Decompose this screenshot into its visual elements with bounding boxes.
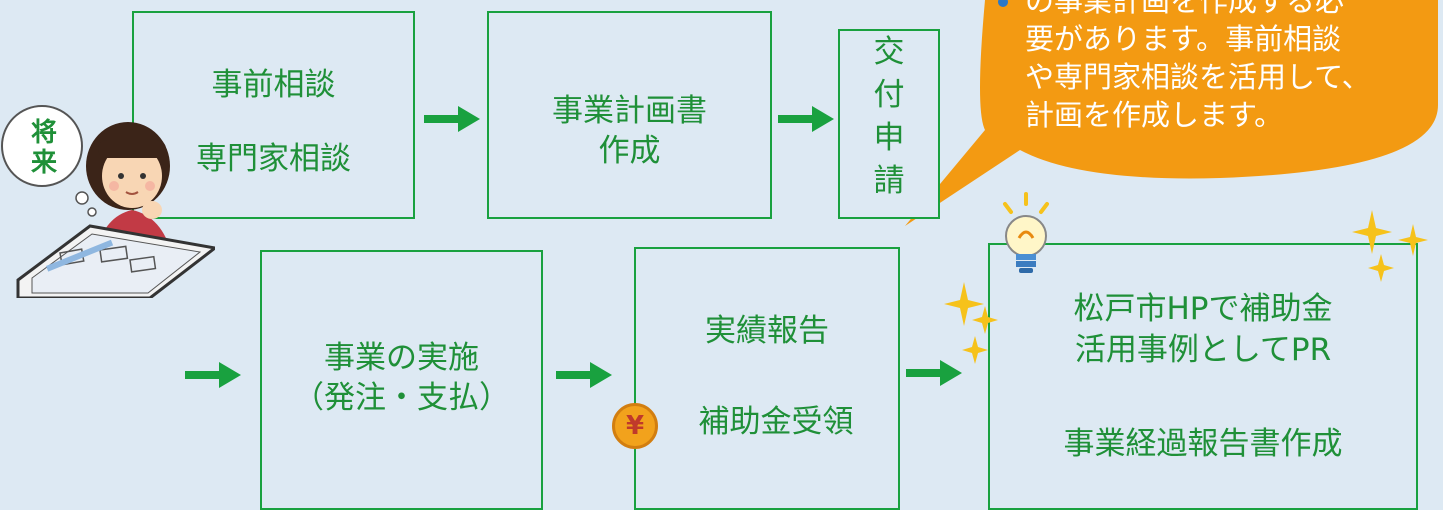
sparkle-icon	[972, 306, 998, 334]
bubble-line-2: 要があります。事前相談	[1025, 22, 1342, 56]
arrow-right-icon	[556, 362, 612, 388]
step-report-box: 実績報告 補助金受領	[634, 247, 900, 510]
yen-coin-icon: ¥	[612, 403, 658, 449]
thought-sign: 将 来	[24, 118, 64, 178]
thought-sign-char-1: 将	[30, 118, 57, 148]
step-implement-box: 事業の実施 （発注・支払）	[260, 250, 543, 510]
step-apply-char-3: 申	[873, 120, 905, 156]
step-report-line-2: 補助金受領	[698, 404, 854, 440]
step-pr-line-3: 事業経過報告書作成	[1063, 426, 1343, 462]
step-consult-line-2: 専門家相談	[196, 141, 351, 177]
sparkle-icon	[1398, 224, 1428, 256]
arrow-right-icon	[185, 362, 241, 388]
step-implement-line-2: （発注・支払）	[293, 380, 510, 416]
step-implement-line-1: 事業の実施	[324, 340, 479, 376]
step-pr-line-1: 松戸市HPで補助金	[1073, 291, 1333, 327]
sparkle-icon	[962, 336, 988, 364]
step-apply-char-2: 付	[873, 77, 905, 113]
step-apply-char-4: 請	[873, 163, 905, 199]
sparkle-icon	[1368, 254, 1394, 282]
step-pr-box: 松戸市HPで補助金 活用事例としてPR 事業経過報告書作成	[988, 243, 1418, 510]
step-plan-box: 事業計画書 作成	[487, 11, 772, 219]
step-consult-box: 事前相談 専門家相談	[132, 11, 415, 219]
step-pr-line-2: 活用事例としてPR	[1074, 332, 1332, 368]
sparkle-icon	[944, 282, 984, 326]
bubble-line-4: 計画を作成します。	[1025, 98, 1284, 132]
arrow-right-icon	[906, 360, 962, 386]
thought-sign-char-2: 来	[30, 148, 57, 178]
step-consult-line-1: 事前相談	[211, 67, 336, 103]
bubble-line-1: の事業計画を作成する必	[1025, 0, 1345, 18]
lightbulb-icon	[1003, 192, 1049, 273]
bubble-line-3: や専門家相談を活用して、	[1025, 60, 1371, 94]
step-report-line-1: 実績報告	[705, 313, 829, 349]
step-apply-char-1: 交	[873, 34, 905, 70]
step-apply-box: 交 付 申 請	[838, 29, 940, 219]
arrow-right-icon	[778, 106, 834, 132]
arrow-right-icon	[424, 106, 480, 132]
bubble-text: の事業計画を作成する必 要があります。事前相談 や専門家相談を活用して、 計画を…	[1025, 0, 1415, 134]
person-planning-illustration	[1, 105, 215, 298]
step-apply-text: 交 付 申 請	[840, 31, 938, 203]
step-plan-line-1: 事業計画書	[552, 93, 707, 129]
sparkle-icon	[1352, 210, 1392, 254]
step-plan-line-2: 作成	[598, 133, 661, 169]
